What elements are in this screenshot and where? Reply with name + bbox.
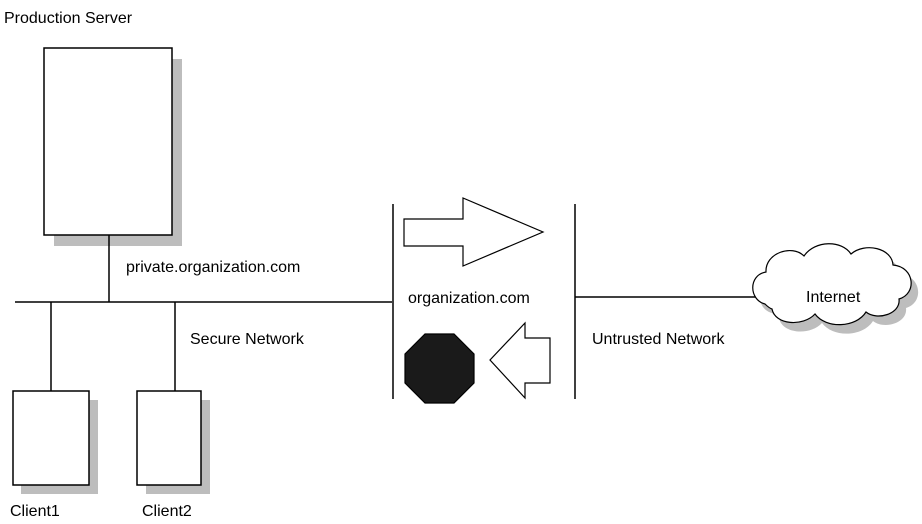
internet-cloud-icon	[752, 243, 919, 334]
outbound-arrow-icon	[403, 197, 545, 267]
private-host-label: private.organization.com	[126, 259, 301, 276]
production-server-box	[43, 47, 173, 236]
firewall	[392, 204, 576, 399]
secure-network-label: Secure Network	[190, 331, 304, 348]
internet-label: Internet	[806, 289, 861, 306]
untrusted-network-label: Untrusted Network	[592, 331, 725, 348]
client1-label: Client1	[10, 503, 60, 520]
production-server-label: Production Server	[4, 10, 133, 27]
secure-network-lines	[15, 235, 392, 391]
firewall-host-label: organization.com	[408, 290, 530, 307]
production-server	[43, 47, 182, 246]
client2-box	[136, 390, 202, 486]
client1-machine	[12, 390, 98, 494]
stop-octagon-icon	[404, 333, 475, 404]
client1-box	[12, 390, 90, 486]
client2-machine	[136, 390, 210, 494]
client2-label: Client2	[142, 503, 192, 520]
inbound-arrow-icon	[489, 321, 551, 400]
